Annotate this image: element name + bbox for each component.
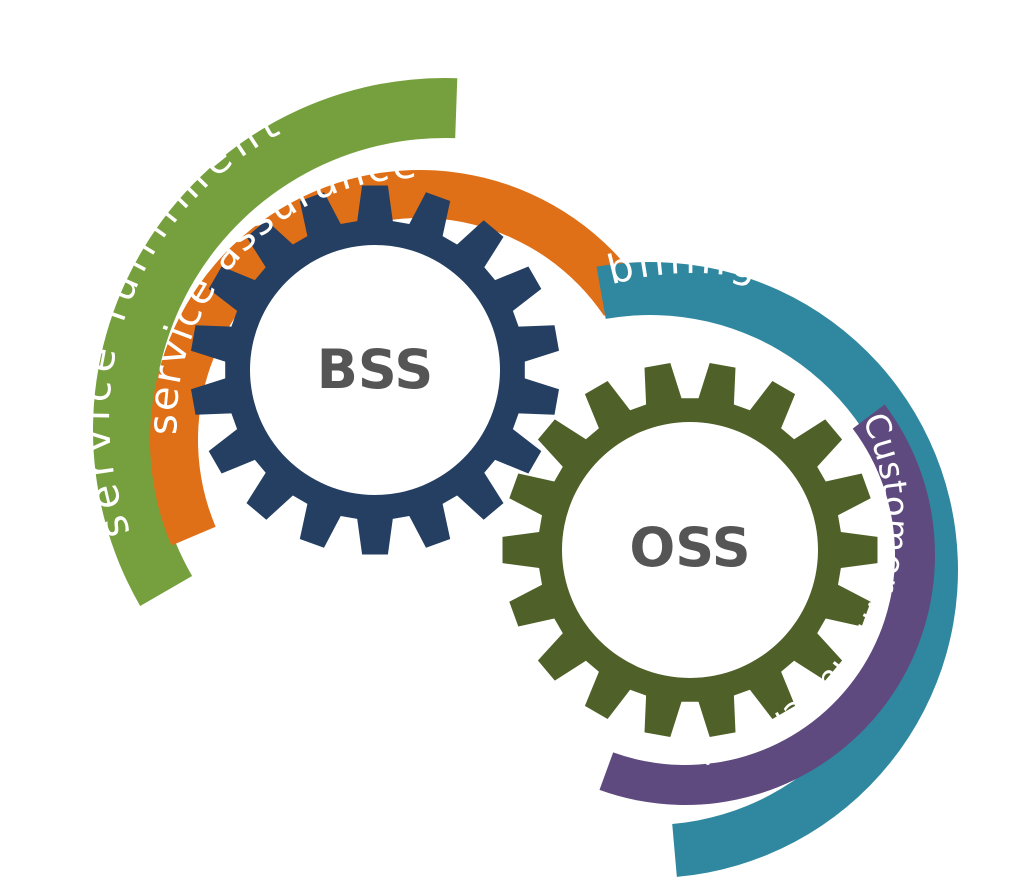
oss-label: OSS (629, 516, 750, 579)
band-service-fulfilment (92, 78, 458, 606)
oss-gear (502, 363, 878, 737)
band-customer-management (599, 404, 936, 806)
bss-label: BSS (317, 338, 434, 401)
bss-gear (191, 185, 559, 555)
